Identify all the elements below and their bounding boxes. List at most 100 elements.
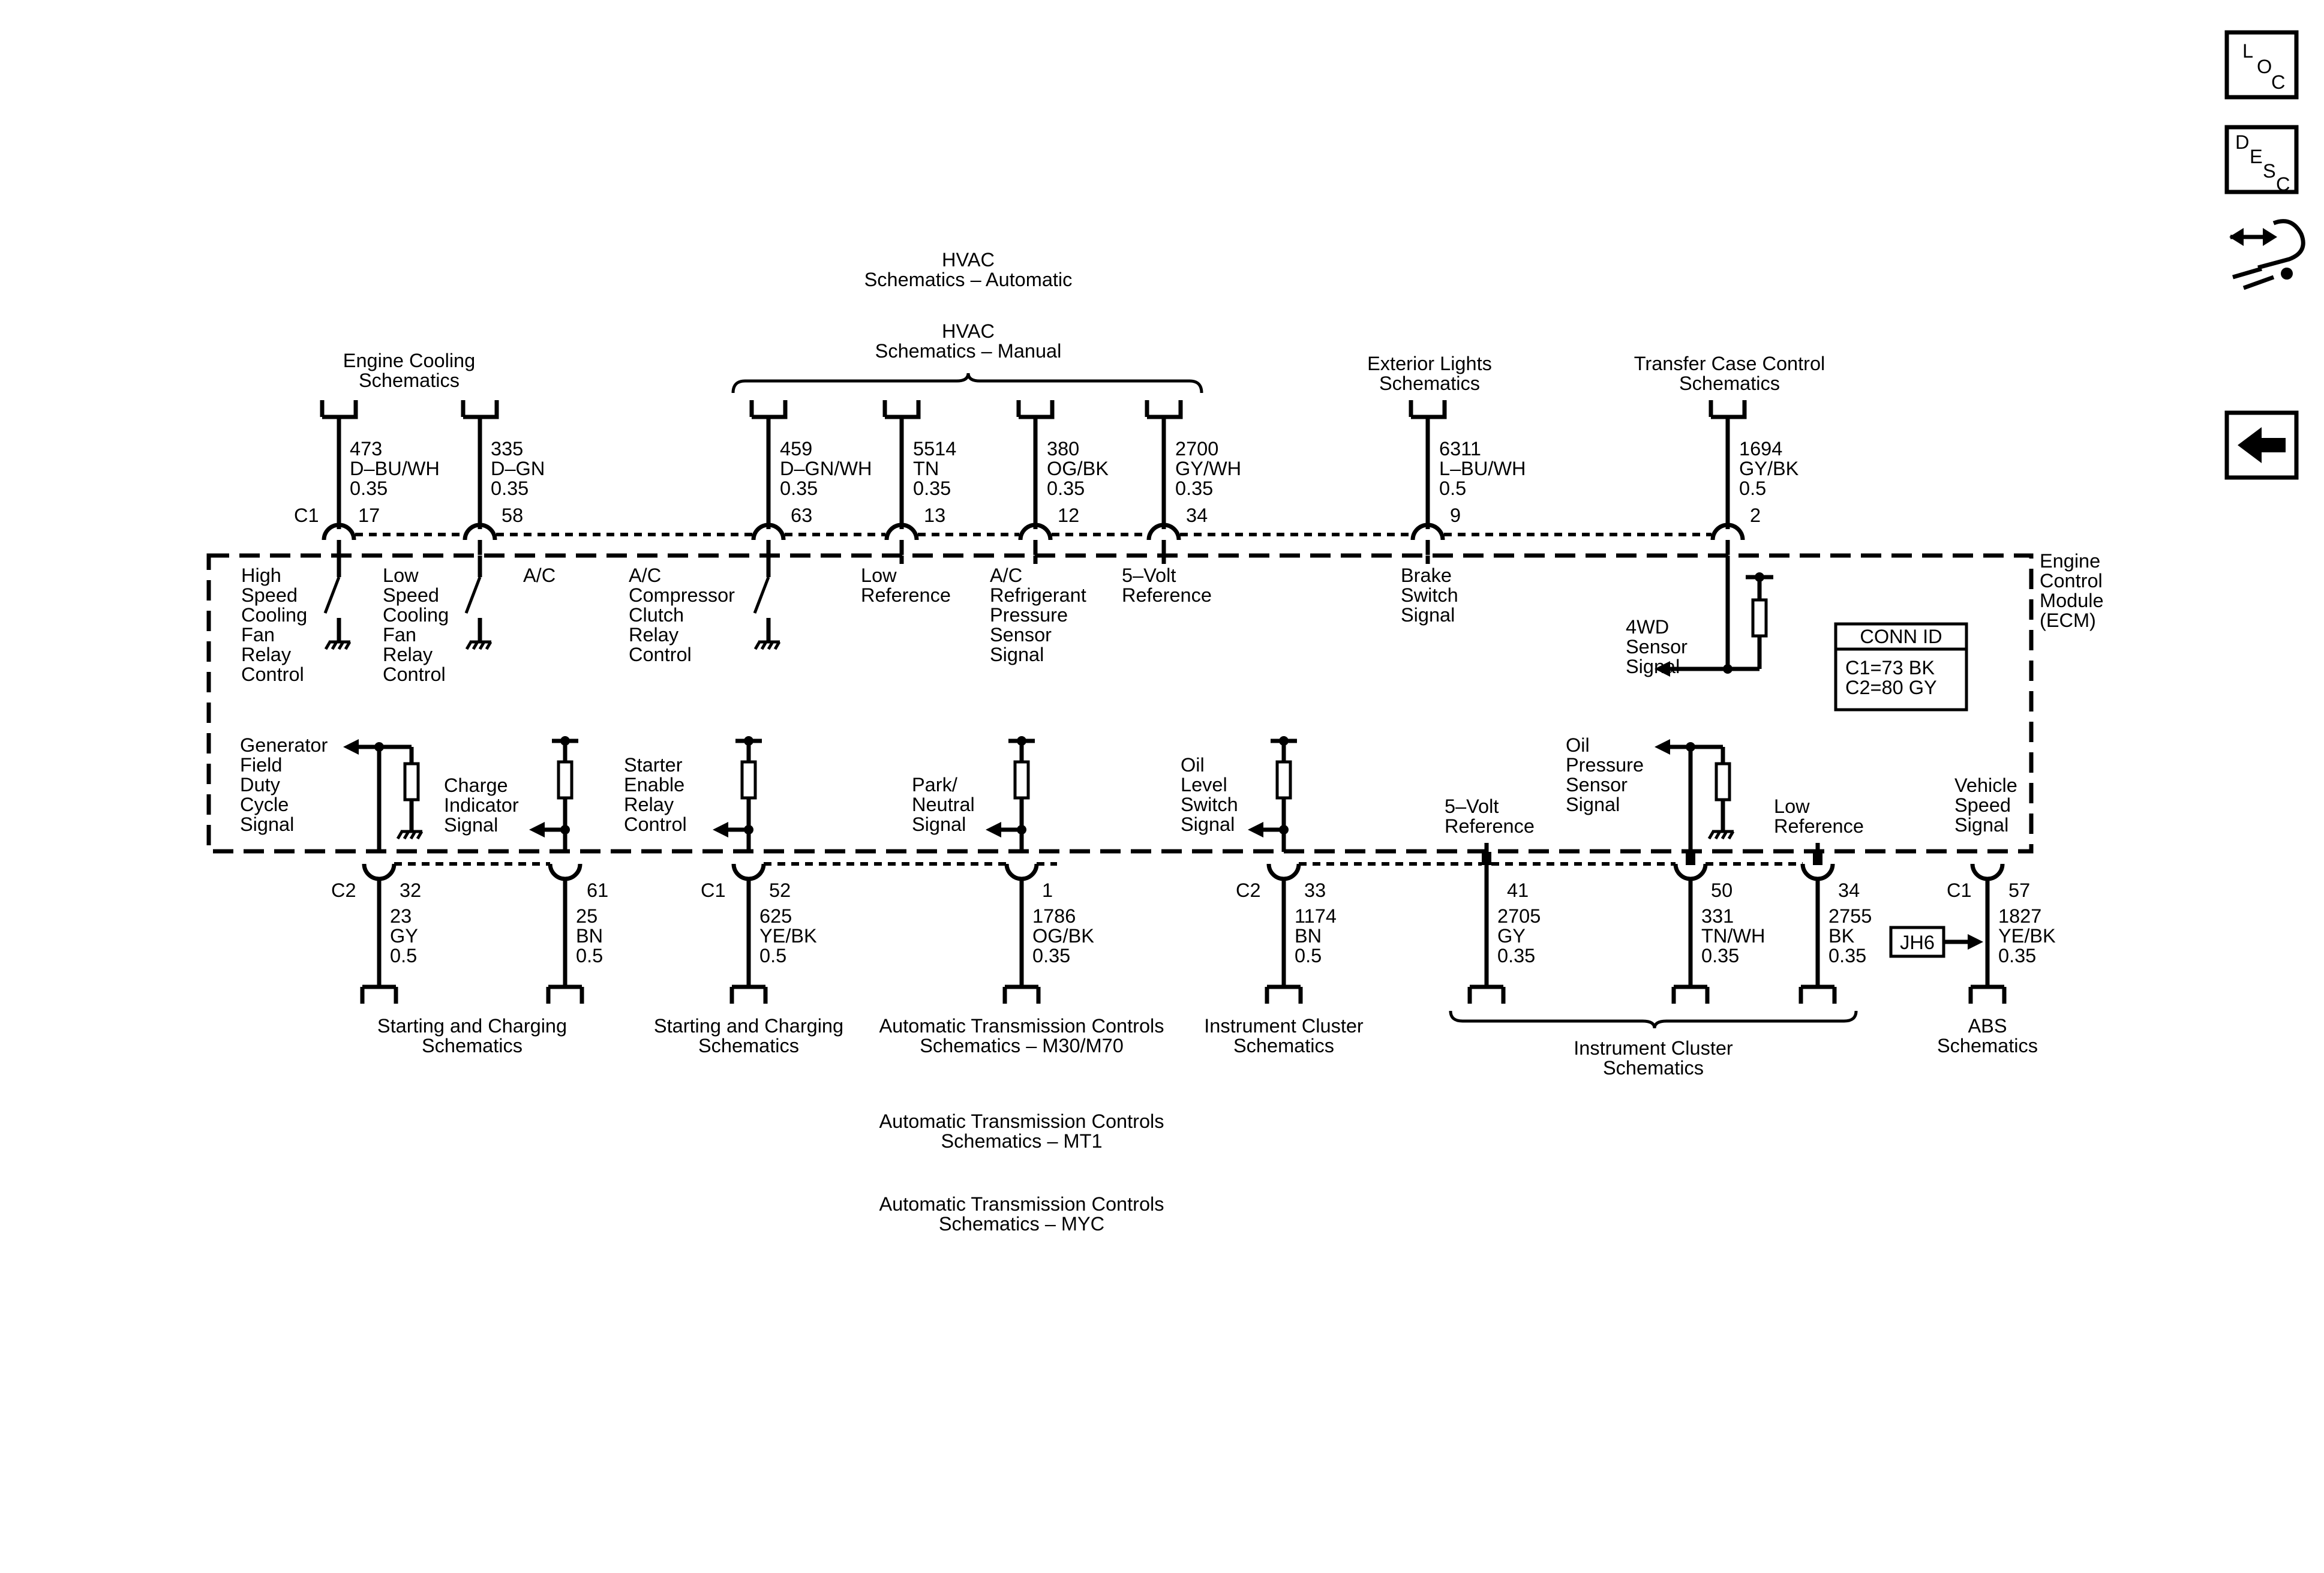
- svg-text:Speed: Speed: [383, 584, 439, 606]
- svg-text:5514: 5514: [913, 438, 956, 460]
- svg-text:459: 459: [780, 438, 812, 460]
- svg-text:E: E: [2250, 146, 2263, 167]
- svg-text:BK: BK: [1828, 925, 1855, 947]
- top-wires: [320, 400, 1747, 555]
- svg-text:Compressor: Compressor: [629, 584, 735, 606]
- svg-text:Signal: Signal: [1626, 656, 1680, 677]
- svg-text:2: 2: [1750, 505, 1761, 526]
- svg-text:Cooling: Cooling: [383, 604, 449, 626]
- svg-text:41: 41: [1507, 879, 1529, 901]
- jh6-splice: JH6: [1889, 926, 1945, 958]
- svg-text:C1: C1: [701, 879, 726, 901]
- svg-text:34: 34: [1186, 505, 1208, 526]
- svg-text:17: 17: [358, 505, 380, 526]
- svg-text:C2: C2: [1236, 879, 1261, 901]
- svg-text:Signal: Signal: [1566, 794, 1620, 815]
- svg-text:Signal: Signal: [240, 813, 294, 835]
- svg-text:57: 57: [2008, 879, 2030, 901]
- back-arrow-button[interactable]: [2224, 410, 2299, 480]
- svg-text:1786: 1786: [1032, 905, 1076, 927]
- svg-text:Fan: Fan: [383, 624, 416, 646]
- svg-text:473: 473: [350, 438, 382, 460]
- svg-text:625: 625: [759, 905, 792, 927]
- svg-text:52: 52: [769, 879, 791, 901]
- svg-text:(ECM): (ECM): [2040, 610, 2096, 631]
- svg-text:Control: Control: [2040, 570, 2103, 592]
- svg-text:61: 61: [587, 879, 608, 901]
- svg-text:C1: C1: [294, 505, 319, 526]
- connector-icon[interactable]: [2229, 219, 2305, 290]
- svg-text:Relay: Relay: [383, 644, 433, 665]
- svg-text:2705: 2705: [1497, 905, 1541, 927]
- svg-text:32: 32: [400, 879, 421, 901]
- svg-text:0.35: 0.35: [1497, 945, 1535, 966]
- svg-text:6311: 6311: [1439, 438, 1481, 460]
- ecm-label: Engine Control Module (ECM): [2040, 550, 2104, 631]
- svg-text:1174: 1174: [1295, 905, 1337, 927]
- svg-text:0.35: 0.35: [1701, 945, 1739, 966]
- svg-text:Cycle: Cycle: [240, 794, 289, 815]
- svg-text:0.35: 0.35: [780, 478, 818, 499]
- svg-text:Schematics – Manual: Schematics – Manual: [875, 340, 1062, 362]
- svg-text:0.35: 0.35: [1032, 945, 1070, 966]
- svg-text:D: D: [2235, 131, 2249, 153]
- svg-text:Schematics: Schematics: [1233, 1035, 1334, 1056]
- instrument-cluster-label-2: Instrument Cluster: [1574, 1037, 1733, 1059]
- svg-text:Sensor: Sensor: [1566, 774, 1628, 795]
- svg-text:Pressure: Pressure: [1566, 754, 1644, 776]
- abs-label: ABS: [1968, 1015, 2007, 1037]
- svg-text:13: 13: [924, 505, 945, 526]
- svg-text:Control: Control: [624, 813, 687, 835]
- svg-text:Switch: Switch: [1181, 794, 1238, 815]
- bottom-group-labels: Starting and Charging Schematics Startin…: [377, 1015, 2038, 1235]
- top-internal: [323, 556, 1773, 677]
- exterior-lights-label: Exterior Lights: [1367, 353, 1492, 374]
- svg-text:Pressure: Pressure: [990, 604, 1068, 626]
- svg-text:63: 63: [791, 505, 812, 526]
- svg-text:Schematics – M30/M70: Schematics – M30/M70: [920, 1035, 1124, 1056]
- engine-cooling-label: Engine Cooling: [343, 350, 475, 371]
- svg-text:YE/BK: YE/BK: [759, 925, 817, 947]
- svg-text:0.35: 0.35: [1047, 478, 1085, 499]
- svg-text:C: C: [2271, 71, 2285, 93]
- svg-text:0.5: 0.5: [390, 945, 417, 966]
- svg-text:25: 25: [576, 905, 597, 927]
- svg-text:Schematics – MT1: Schematics – MT1: [941, 1130, 1102, 1152]
- svg-text:Schematics: Schematics: [359, 370, 460, 391]
- svg-text:50: 50: [1711, 879, 1733, 901]
- svg-text:GY: GY: [1497, 925, 1526, 947]
- svg-text:Signal: Signal: [1954, 814, 2008, 836]
- svg-text:Duty: Duty: [240, 774, 281, 795]
- svg-text:L: L: [2242, 40, 2253, 62]
- svg-text:5–Volt: 5–Volt: [1445, 795, 1499, 817]
- svg-text:OG/BK: OG/BK: [1047, 458, 1109, 479]
- svg-text:Schematics: Schematics: [422, 1035, 523, 1056]
- svg-text:Control: Control: [383, 664, 446, 685]
- svg-text:Module: Module: [2040, 590, 2104, 611]
- svg-text:C2=80 GY: C2=80 GY: [1845, 677, 1937, 698]
- starting-charging-label-1: Starting and Charging: [377, 1015, 567, 1037]
- svg-text:Sensor: Sensor: [1626, 636, 1688, 658]
- svg-text:335: 335: [491, 438, 523, 460]
- ecm-boundary: [206, 553, 2034, 854]
- svg-text:D–GN: D–GN: [491, 458, 545, 479]
- svg-text:C: C: [2276, 173, 2290, 195]
- back-arrow-icon: [2238, 427, 2286, 463]
- svg-text:1694: 1694: [1739, 438, 1782, 460]
- svg-text:Cooling: Cooling: [241, 604, 307, 626]
- svg-text:C1: C1: [1947, 879, 1972, 901]
- svg-text:Brake: Brake: [1401, 565, 1452, 586]
- svg-text:Low: Low: [1774, 795, 1810, 817]
- svg-text:1: 1: [1042, 879, 1053, 901]
- svg-text:Reference: Reference: [1774, 815, 1864, 837]
- svg-text:Reference: Reference: [1445, 815, 1535, 837]
- bottom-signal-labels: Generator Field Duty Cycle Signal Charge…: [240, 734, 2017, 837]
- loc-button[interactable]: L O C: [2224, 30, 2299, 100]
- desc-button[interactable]: D E S C: [2224, 125, 2299, 195]
- svg-text:Low: Low: [861, 565, 897, 586]
- svg-text:380: 380: [1047, 438, 1079, 460]
- conn-id-box: CONN ID C1=73 BK C2=80 GY: [1834, 622, 1968, 712]
- svg-text:2755: 2755: [1828, 905, 1872, 927]
- svg-text:0.35: 0.35: [350, 478, 388, 499]
- bottom-wires: [360, 852, 2007, 1004]
